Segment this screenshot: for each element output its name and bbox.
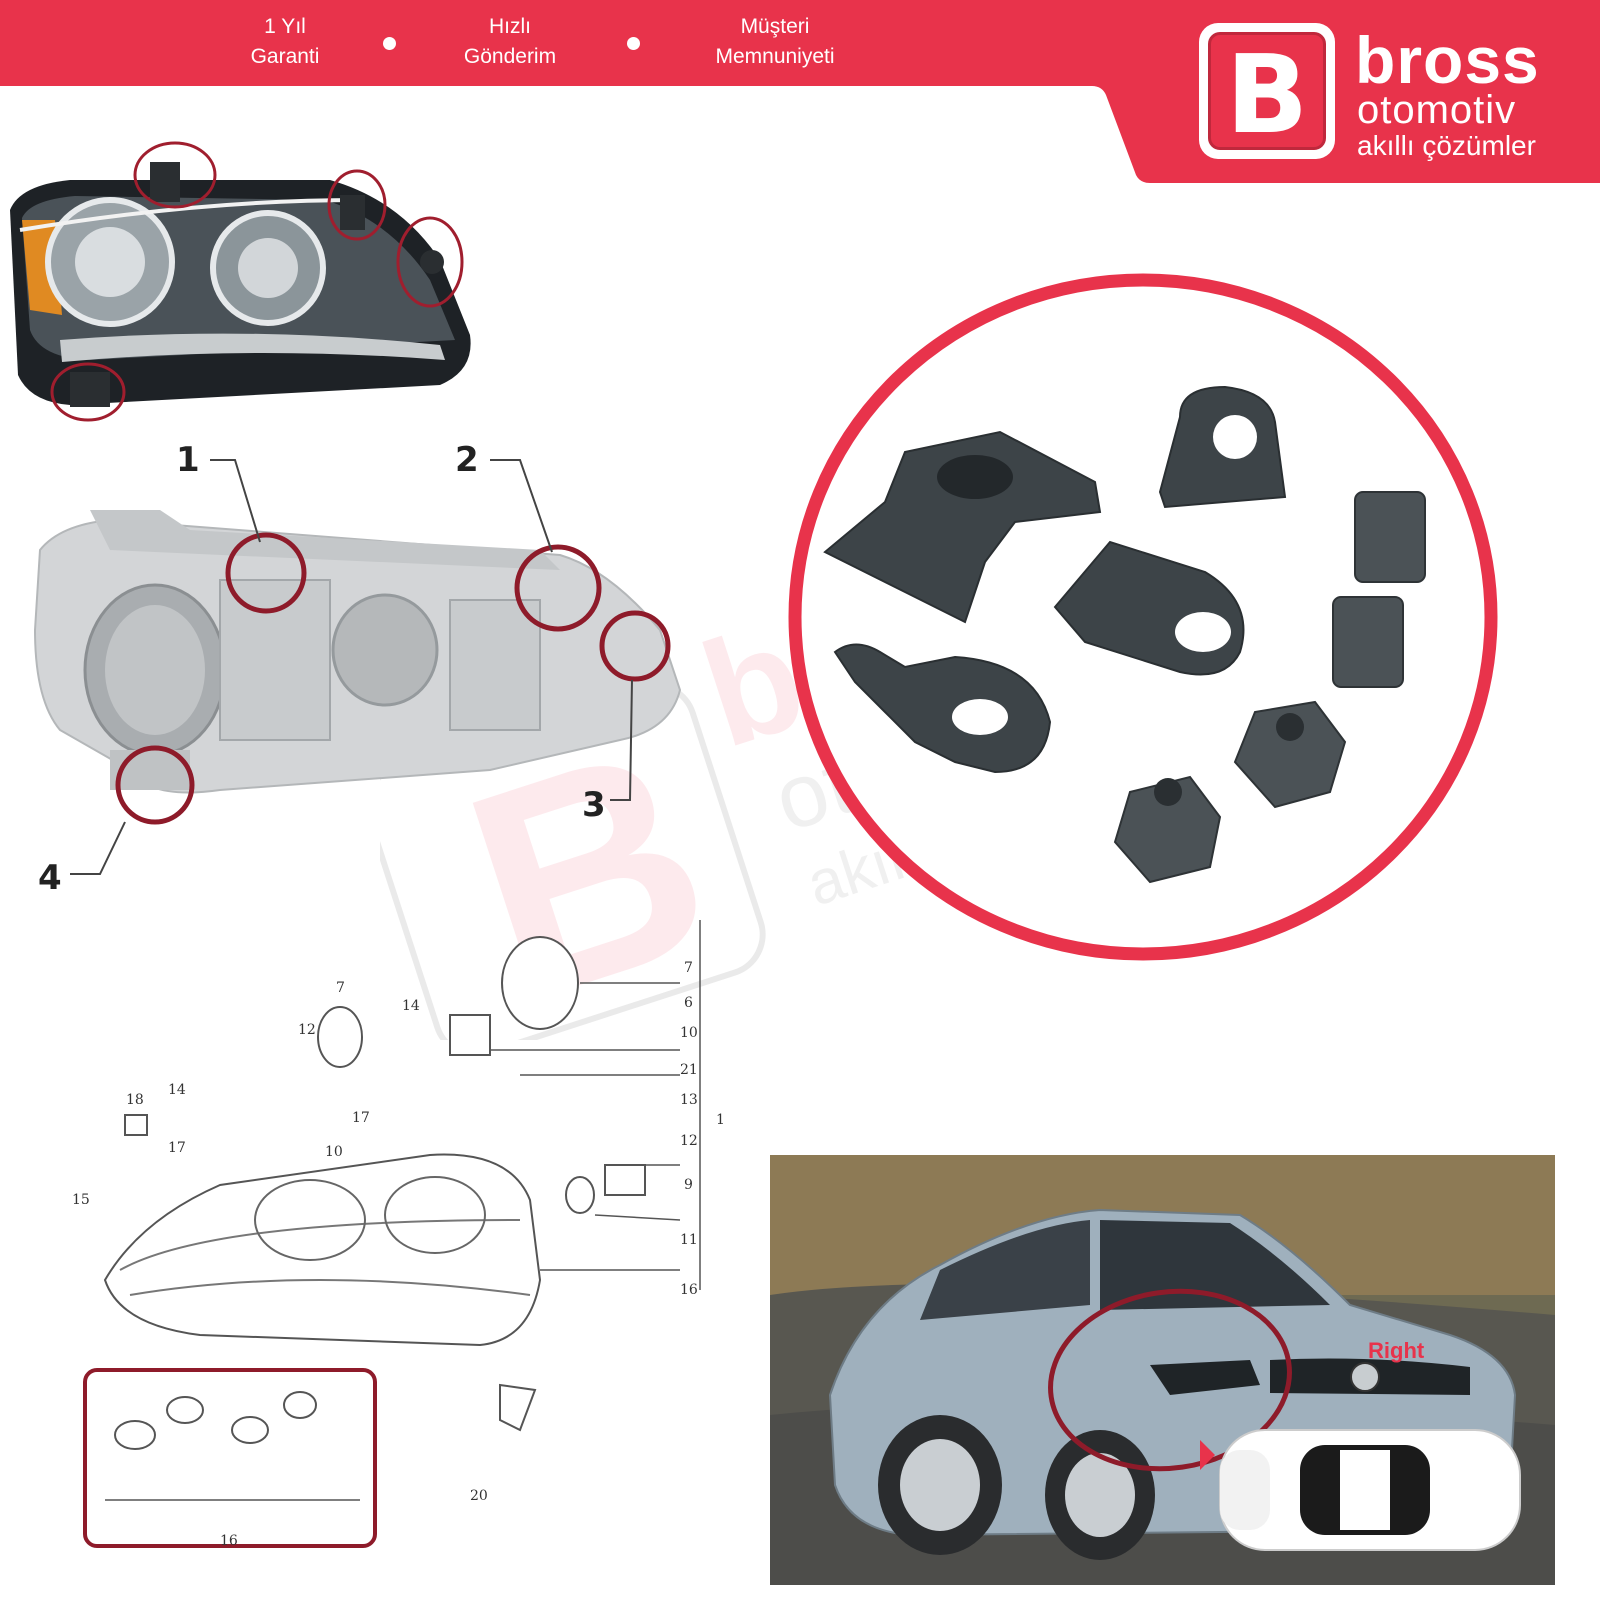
callout-number-2: 2 — [455, 440, 479, 480]
part-label: 17 — [352, 1110, 370, 1126]
logo-letter: B — [1225, 33, 1309, 158]
part-label: 14 — [168, 1082, 186, 1098]
part-label: 12 — [298, 1022, 316, 1038]
part-label: 16 — [220, 1533, 238, 1549]
brand-tagline: akıllı çözümler — [1357, 130, 1536, 161]
part-label: 18 — [126, 1092, 144, 1108]
top-banner — [0, 0, 1600, 183]
part-label: 13 — [680, 1092, 698, 1108]
feature-shipping-line2: Gönderim — [463, 45, 557, 68]
callout-number-1: 1 — [176, 440, 200, 480]
feature-warranty-line1: 1 Yıl — [264, 15, 306, 38]
part-label: 1 — [716, 1112, 725, 1128]
part-label: 21 — [680, 1062, 698, 1078]
part-label: 10 — [680, 1025, 698, 1041]
part-label: 7 — [684, 960, 693, 976]
feature-warranty: 1 Yıl Garanti — [225, 12, 345, 72]
feature-satisfaction: Müşteri Memnuniyeti — [690, 12, 860, 72]
part-label: 10 — [325, 1144, 343, 1160]
banner-separator-dot — [383, 37, 396, 50]
part-label: 20 — [470, 1488, 488, 1504]
feature-fast-shipping: Hızlı Gönderim — [440, 12, 580, 72]
brand-name: bross — [1355, 23, 1540, 97]
exploded-parts-diagram — [83, 920, 701, 1548]
brand-logo: B — [1202, 26, 1332, 156]
part-label: 12 — [680, 1133, 698, 1149]
feature-satisfaction-line2: Memnuniyeti — [715, 45, 835, 68]
right-side-label: Right — [1368, 1338, 1425, 1363]
headlamp-callout-drawing — [33, 459, 682, 875]
feature-warranty-line2: Garanti — [250, 45, 320, 68]
brand-sub: otomotiv — [1357, 88, 1517, 132]
banner-separator-dot — [627, 37, 640, 50]
headlamp-photo — [0, 140, 490, 430]
part-label: 17 — [168, 1140, 186, 1156]
part-label: 7 — [336, 980, 345, 996]
feature-shipping-line1: Hızlı — [489, 15, 531, 38]
callout-number-3: 3 — [582, 785, 606, 825]
car-photo — [770, 1155, 1555, 1585]
part-label: 9 — [684, 1177, 693, 1193]
part-label: 11 — [680, 1232, 698, 1248]
part-label: 16 — [680, 1282, 698, 1298]
repair-kit-photo — [788, 273, 1498, 961]
part-label: 14 — [402, 998, 420, 1014]
part-label: 6 — [684, 995, 693, 1011]
feature-satisfaction-line1: Müşteri — [740, 15, 810, 38]
callout-number-4: 4 — [38, 858, 62, 898]
part-label: 15 — [72, 1192, 90, 1208]
